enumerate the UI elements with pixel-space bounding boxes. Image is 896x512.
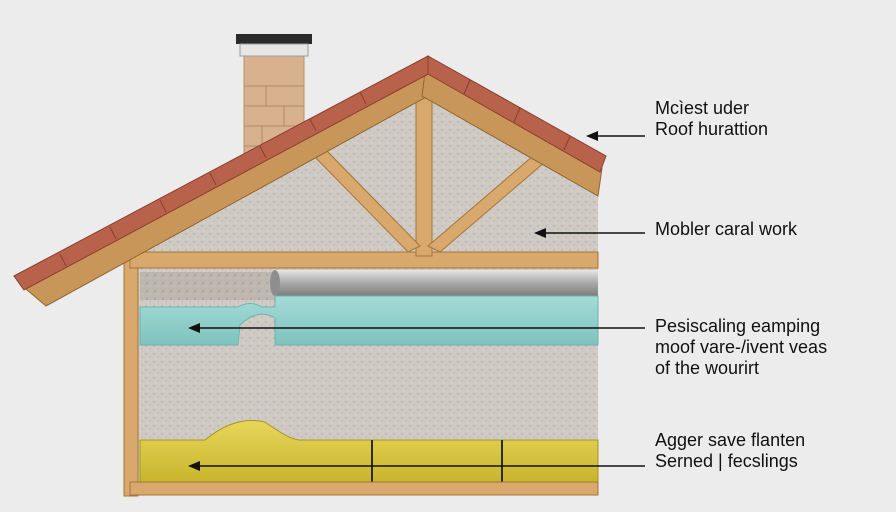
label-base: Agger save flanten Serned | fecslings xyxy=(655,430,805,472)
arrow-attic xyxy=(534,228,645,238)
timber-frame xyxy=(123,87,599,497)
label-ridge: Mcìest uder Roof hurattion xyxy=(655,98,768,140)
label-attic: Mobler caral work xyxy=(655,219,797,240)
chimney xyxy=(236,34,312,161)
label-membrane: Pesiscaling eamping moof vare-/ivent vea… xyxy=(655,316,827,379)
pipe xyxy=(270,270,598,296)
label-membrane-line-3: of the wourirt xyxy=(655,358,760,378)
vapour-membrane xyxy=(139,295,599,346)
callout-arrows xyxy=(188,131,645,471)
label-membrane-line-1: Pesiscaling eamping xyxy=(655,316,821,336)
label-attic-line-1: Mobler caral work xyxy=(655,219,798,239)
arrow-membrane xyxy=(188,323,645,333)
upper-filler-layer xyxy=(140,272,275,300)
arrow-ridge xyxy=(586,131,645,141)
roof-tiles xyxy=(13,55,607,291)
arrow-base xyxy=(188,461,645,471)
label-ridge-line-1: Mcìest uder xyxy=(655,98,750,118)
label-base-line-1: Agger save flanten xyxy=(655,430,806,450)
label-base-line-2: Serned | fecslings xyxy=(655,451,798,471)
label-ridge-line-2: Roof hurattion xyxy=(655,119,769,139)
label-membrane-line-2: moof vare-/ivent veas xyxy=(655,337,828,357)
